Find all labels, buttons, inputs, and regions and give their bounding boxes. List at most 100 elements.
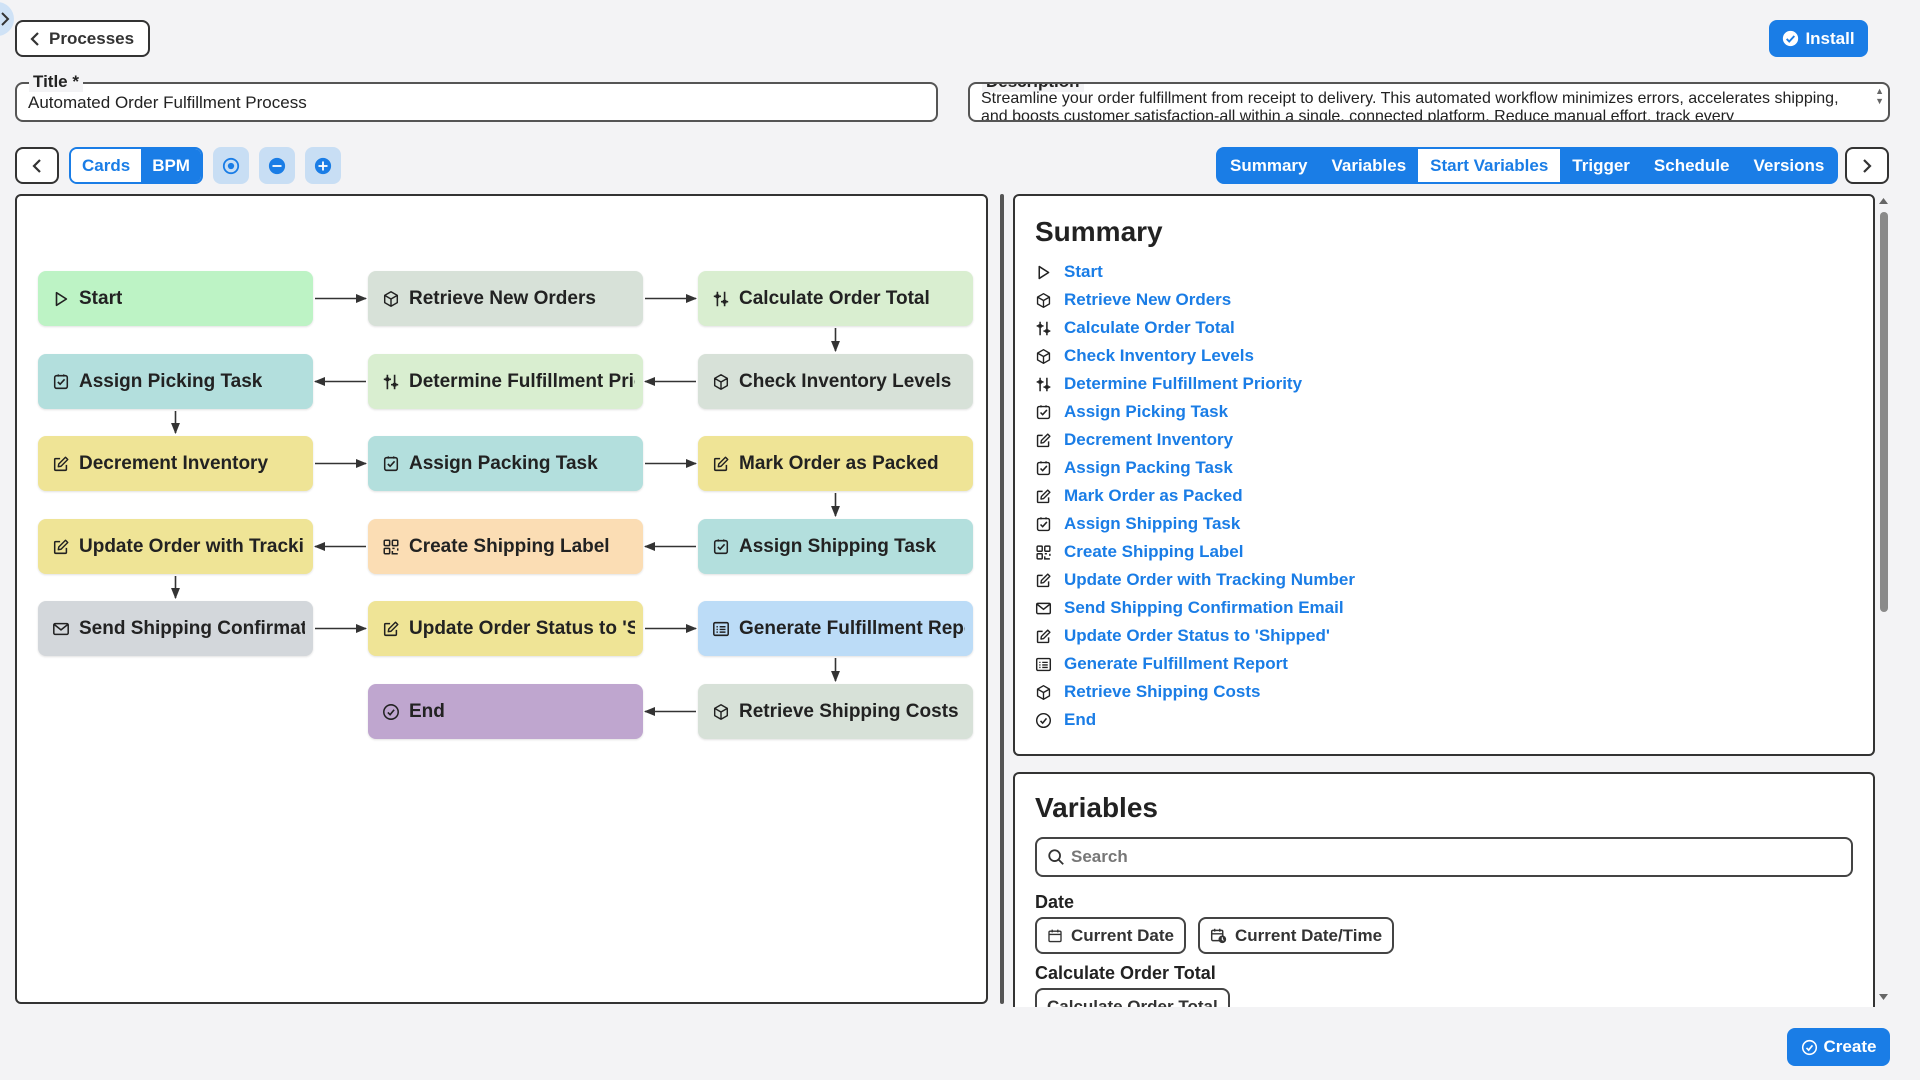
flow-node-start[interactable]: Start <box>38 271 313 326</box>
flow-node-generate-fulfillment-report[interactable]: Generate Fulfillment Report <box>698 601 973 656</box>
panel-tabs: Summary Variables Start Variables Trigge… <box>1216 147 1839 184</box>
flow-node-assign-packing-task[interactable]: Assign Packing Task <box>368 436 643 491</box>
scrollbar-thumb[interactable] <box>1880 212 1888 612</box>
flow-node-determine-fulfillment-priority[interactable]: Determine Fulfillment Priority <box>368 354 643 409</box>
summary-link[interactable]: Generate Fulfillment Report <box>1064 654 1288 673</box>
list-icon <box>712 620 730 638</box>
summary-item-assign-shipping-task: Assign Shipping Task <box>1035 510 1355 538</box>
cube-icon <box>382 290 400 308</box>
flow-node-end[interactable]: End <box>368 684 643 739</box>
summary-item-assign-picking-task: Assign Picking Task <box>1035 398 1355 426</box>
sidebar-toggle[interactable] <box>0 2 14 36</box>
summary-heading: Summary <box>1035 216 1163 247</box>
summary-link[interactable]: Update Order with Tracking Number <box>1064 570 1355 589</box>
description-field-label: Description <box>982 84 1084 92</box>
summary-link[interactable]: Send Shipping Confirmation Email <box>1064 598 1344 617</box>
summary-link[interactable]: Determine Fulfillment Priority <box>1064 374 1303 393</box>
description-field-value[interactable]: Streamline your order fulfillment from r… <box>981 90 1839 122</box>
install-button[interactable]: Install <box>1769 20 1868 57</box>
summary-link[interactable]: Decrement Inventory <box>1064 430 1234 449</box>
title-field-value[interactable]: Automated Order Fulfillment Process <box>28 93 307 112</box>
back-button-label: Processes <box>49 28 135 48</box>
zoom-in-button[interactable] <box>304 147 341 184</box>
flow-node-decrement-inventory[interactable]: Decrement Inventory <box>38 436 313 491</box>
view-bpm-button[interactable]: BPM <box>141 149 201 182</box>
flow-node-label: Assign Shipping Task <box>739 535 937 557</box>
scroll-down-arrow-icon[interactable] <box>1879 994 1888 1000</box>
edit-icon <box>382 620 400 638</box>
flow-node-create-shipping-label[interactable]: Create Shipping Label <box>368 519 643 574</box>
summary-link[interactable]: Calculate Order Total <box>1064 318 1235 337</box>
back-to-processes-button[interactable]: Processes <box>15 20 150 57</box>
variable-chip-current-datetime[interactable]: Current Date/Time <box>1198 917 1395 954</box>
view-cards-button[interactable]: Cards <box>71 149 142 182</box>
flow-node-update-order-status-to-shipped[interactable]: Update Order Status to 'Shipped' <box>368 601 643 656</box>
summary-link[interactable]: Create Shipping Label <box>1064 542 1244 561</box>
zoom-reset-button[interactable] <box>212 147 249 184</box>
summary-item-assign-packing-task: Assign Packing Task <box>1035 454 1355 482</box>
flow-node-send-shipping-confirmation-email[interactable]: Send Shipping Confirmation Email <box>38 601 313 656</box>
panel-resize-handle[interactable] <box>1000 194 1004 1004</box>
title-field-label: Title * <box>29 72 83 92</box>
variable-chip-calculate-order-total[interactable]: Calculate Order Total <box>1035 988 1230 1007</box>
zoom-out-button[interactable] <box>258 147 295 184</box>
tab-versions[interactable]: Versions <box>1753 155 1825 175</box>
scroll-up-arrow-icon[interactable] <box>1879 198 1888 204</box>
canvas-toolbar: Cards BPM <box>15 147 341 184</box>
flow-node-calculate-order-total[interactable]: Calculate Order Total <box>698 271 973 326</box>
summary-link[interactable]: Assign Picking Task <box>1064 402 1229 421</box>
cube-icon <box>1035 348 1052 365</box>
flow-node-update-order-with-tracking-number[interactable]: Update Order with Tracking Number <box>38 519 313 574</box>
flow-node-check-inventory-levels[interactable]: Check Inventory Levels <box>698 354 973 409</box>
summary-link[interactable]: Assign Shipping Task <box>1064 514 1241 533</box>
title-field[interactable]: Title * Automated Order Fulfillment Proc… <box>15 72 938 122</box>
right-panel-scrollbar[interactable] <box>1876 194 1890 1004</box>
description-field[interactable]: Description Streamline your order fulfil… <box>968 82 1890 122</box>
sliders-icon <box>382 373 400 391</box>
summary-link[interactable]: Update Order Status to 'Shipped' <box>1064 626 1330 645</box>
flow-node-label: Assign Packing Task <box>409 452 598 474</box>
summary-link[interactable]: Retrieve New Orders <box>1064 290 1232 309</box>
flow-node-retrieve-new-orders[interactable]: Retrieve New Orders <box>368 271 643 326</box>
flow-node-label: Determine Fulfillment Priority <box>409 370 635 392</box>
chevron-left-icon <box>32 158 41 173</box>
flow-node-mark-order-as-packed[interactable]: Mark Order as Packed <box>698 436 973 491</box>
tab-start-variables[interactable]: Start Variables <box>1418 149 1561 182</box>
flow-node-label: Create Shipping Label <box>409 535 610 557</box>
create-button[interactable]: Create <box>1787 1028 1890 1066</box>
summary-item-calculate-order-total: Calculate Order Total <box>1035 314 1355 342</box>
summary-link[interactable]: Check Inventory Levels <box>1064 346 1254 365</box>
cube-icon <box>712 703 730 721</box>
bpm-canvas[interactable]: Start Retrieve New Orders Calculate Order … <box>15 194 988 1004</box>
collapse-left-button[interactable] <box>15 147 59 184</box>
flow-node-label: Retrieve Shipping Costs <box>739 700 959 722</box>
summary-link[interactable]: Assign Packing Task <box>1064 458 1233 477</box>
variable-chip-current-date[interactable]: Current Date <box>1035 917 1186 954</box>
variables-search-input[interactable]: Search <box>1035 837 1853 877</box>
chevron-right-icon <box>1 12 10 26</box>
cube-icon <box>712 373 730 391</box>
list-icon <box>1035 656 1052 673</box>
tab-schedule[interactable]: Schedule <box>1653 155 1730 175</box>
tab-summary[interactable]: Summary <box>1230 155 1308 175</box>
target-icon <box>222 157 240 174</box>
summary-link[interactable]: End <box>1064 710 1097 729</box>
play-icon <box>52 290 70 308</box>
play-icon <box>1035 264 1052 281</box>
flow-node-label: Start <box>79 287 123 309</box>
flow-node-assign-picking-task[interactable]: Assign Picking Task <box>38 354 313 409</box>
summary-link[interactable]: Mark Order as Packed <box>1064 486 1243 505</box>
tabs-next-button[interactable] <box>1845 147 1889 184</box>
flow-node-label: Check Inventory Levels <box>739 370 952 392</box>
check-circle-icon <box>1783 30 1799 47</box>
flow-node-retrieve-shipping-costs[interactable]: Retrieve Shipping Costs <box>698 684 973 739</box>
textarea-resize-handle[interactable]: ▲▼ <box>1875 86 1884 106</box>
flow-node-label: Mark Order as Packed <box>739 452 939 474</box>
tab-variables[interactable]: Variables <box>1331 155 1407 175</box>
summary-link[interactable]: Retrieve Shipping Costs <box>1064 682 1261 701</box>
summary-link[interactable]: Start <box>1064 262 1103 281</box>
flow-node-assign-shipping-task[interactable]: Assign Shipping Task <box>698 519 973 574</box>
tab-trigger[interactable]: Trigger <box>1572 155 1630 175</box>
